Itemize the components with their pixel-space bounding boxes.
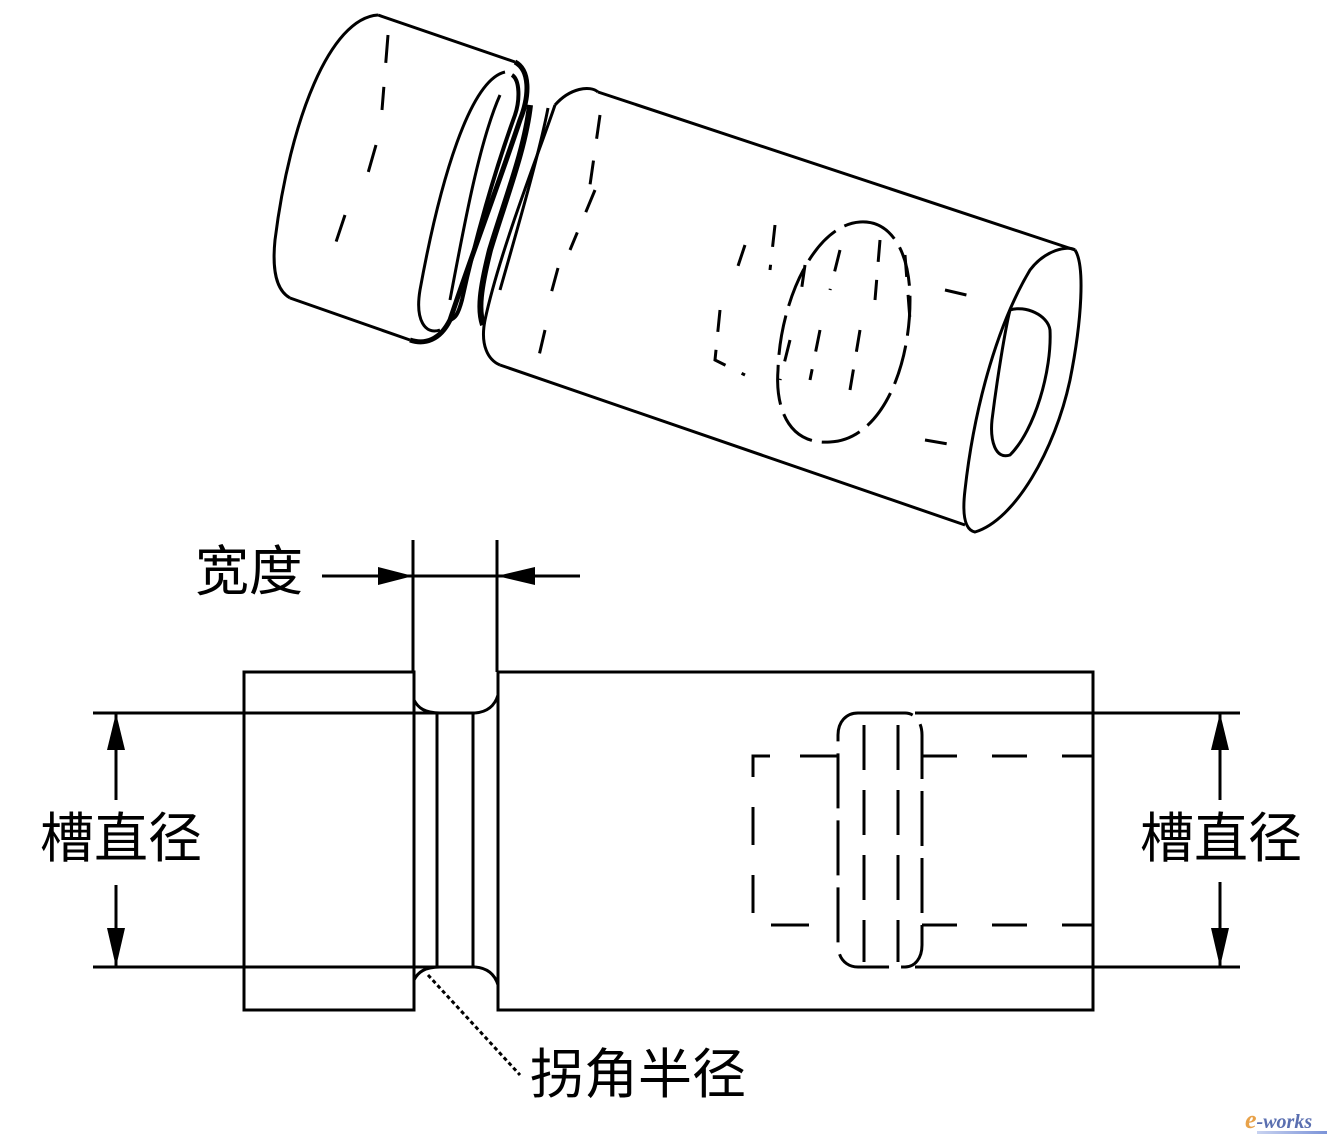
groove-diameter-label-left: 槽直径 (40, 807, 202, 870)
left-cylinder-hidden-line (333, 34, 390, 246)
groove-fillet-top-left (412, 699, 441, 715)
groove-ring-outer (409, 59, 530, 345)
cross-hole (713, 220, 976, 448)
width-arrow-left (378, 567, 413, 585)
eworks-watermark: e-works (1245, 1105, 1327, 1135)
left-arrow-down (107, 928, 125, 967)
cross-hole-slot-outline (836, 711, 924, 969)
right-shoulder (496, 670, 1095, 1012)
cross-hole-outline (776, 220, 912, 444)
isometric-view (272, 13, 1083, 534)
groove-section (412, 694, 500, 986)
cross-hole-front (751, 711, 1093, 969)
right-cylinder-bottom-edge (499, 363, 966, 527)
cross-hole-hidden-lines (713, 224, 976, 448)
bore-hidden-outline-left (751, 754, 838, 927)
right-cylinder-hidden-lines (536, 114, 602, 361)
right-arrow-up (1211, 713, 1229, 750)
left-arrow-up (107, 713, 125, 750)
groove-ring-2 (417, 70, 506, 333)
left-cylinder (272, 13, 516, 342)
groove-fillet-bottom-right (474, 965, 500, 986)
groove-diameter-dimension-right (915, 711, 1240, 969)
watermark-logo-e: e (1245, 1105, 1257, 1134)
groove-ring-inner-dense (477, 104, 533, 326)
groove-ring-inner-2 (498, 107, 550, 291)
front-view (93, 540, 1240, 1077)
groove-ring-4 (448, 94, 502, 301)
watermark-underline (1257, 1131, 1327, 1134)
left-shoulder (242, 670, 416, 1012)
width-dimension (322, 540, 580, 672)
left-cylinder-end-face (272, 13, 379, 300)
groove-ring-3 (449, 73, 521, 322)
fillet-radius-leader (426, 973, 522, 1077)
groove-diameter-label-right: 槽直径 (1140, 807, 1302, 870)
left-cylinder-top-edge (377, 13, 516, 64)
width-arrow-right (497, 567, 535, 585)
groove-diameter-dimension-left (93, 711, 440, 969)
left-cylinder-bottom-edge (289, 296, 411, 342)
right-cylinder (482, 87, 1083, 534)
right-cylinder-bore (990, 307, 1052, 458)
groove-rings (409, 59, 550, 345)
fillet-radius-label: 拐角半径 (530, 1043, 746, 1106)
right-arrow-down (1211, 928, 1229, 967)
groove-fillet-bottom-left (412, 965, 441, 981)
groove-fillet-top-right (474, 694, 500, 715)
watermark-logo-text: -works (1256, 1111, 1313, 1133)
width-label: 宽度 (195, 540, 303, 603)
right-cylinder-right-end (962, 246, 1083, 534)
right-cylinder-left-end (482, 87, 599, 367)
right-cylinder-top-edge (597, 90, 1076, 252)
